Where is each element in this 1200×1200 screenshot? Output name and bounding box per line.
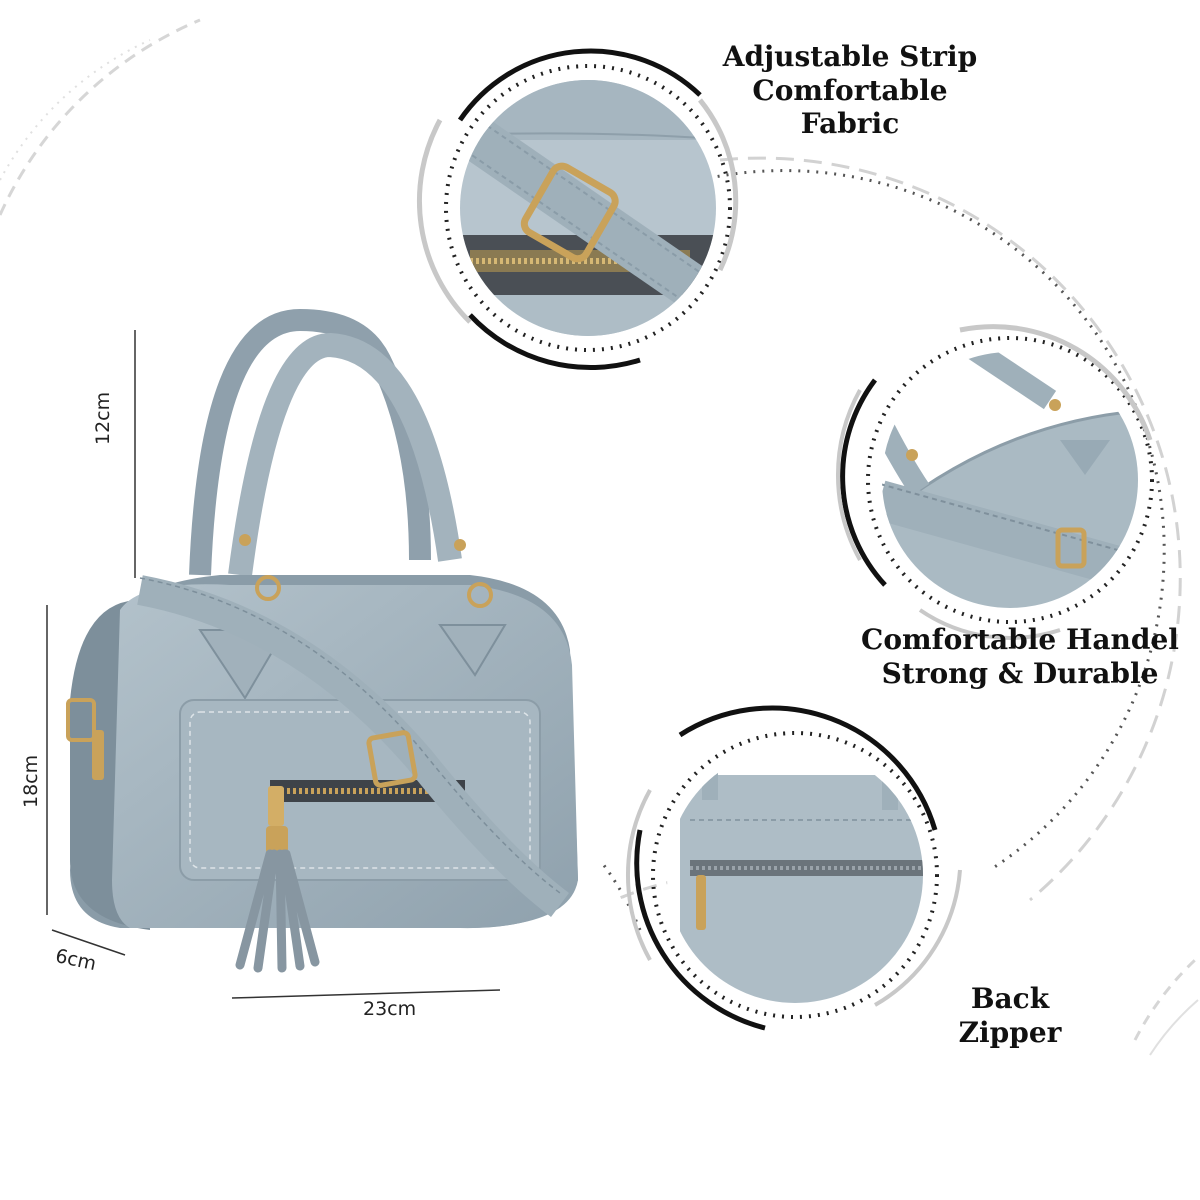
handle-feature-line1: Comfortable Handel [861,623,1179,656]
back-zipper-closeup-image [667,747,923,1003]
handle-feature-label: Comfortable Handel Strong & Durable [860,623,1180,690]
buckle-strap-closeup-image [460,80,716,336]
handle-closeup-image [882,352,1138,608]
handbag-photo [66,308,578,973]
handle-feature-line2: Strong & Durable [881,656,1159,690]
strap-feature-label: Adjustable Strip Comfortable Fabric [700,40,1000,141]
dimension-lines [46,330,501,999]
strap-feature-line2: Comfortable Fabric [752,73,948,141]
handle-detail-circle [836,324,1154,640]
zipper-feature-label: Back Zipper [915,982,1105,1049]
zipper-feature-line1: Back Zipper [958,982,1062,1049]
depth-line [51,929,126,956]
handle-height-label: 12cm [92,391,114,445]
body-height-label: 18cm [20,754,42,808]
decorative-arcs [0,18,1199,1056]
strap-detail-circle [416,48,739,371]
zipper-detail-circle [626,705,962,1031]
strap-feature-line1: Adjustable Strip [722,40,978,73]
width-line [231,989,501,999]
width-label: 23cm [363,998,417,1020]
